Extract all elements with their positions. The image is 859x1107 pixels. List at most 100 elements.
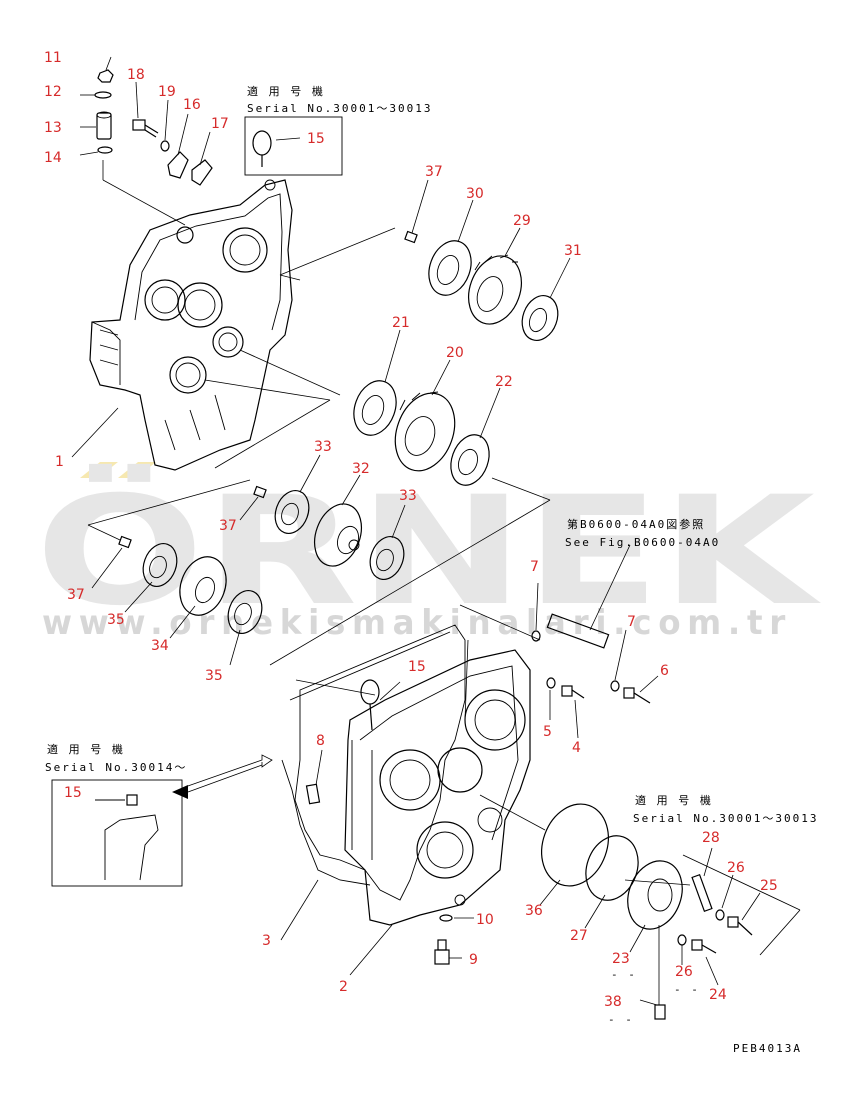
callout-35-b: 35	[205, 668, 223, 684]
callout-10: 10	[476, 912, 494, 928]
eye-bolt-15-upper	[252, 130, 272, 167]
lower-case-housing	[344, 649, 531, 926]
washer-19	[160, 140, 170, 152]
callout-37-c: 37	[67, 587, 85, 603]
diagram-code: PEB4013A	[733, 1042, 802, 1055]
pin-8	[305, 783, 321, 805]
watermark-brand: ÖRNEK	[35, 463, 821, 639]
drain-plug-9	[434, 939, 450, 965]
dash-mark-38: - -	[608, 1013, 634, 1026]
bolt-18	[132, 119, 159, 138]
callout-15-b: 15	[408, 659, 426, 675]
leader-lines	[71, 56, 761, 1006]
plate-17	[191, 159, 213, 186]
oring-27	[585, 835, 639, 901]
callout-5: 5	[543, 724, 552, 740]
bolt-6	[623, 687, 651, 704]
bolt-4	[561, 685, 585, 699]
sleeve-13	[96, 111, 112, 140]
callout-35-a: 35	[107, 612, 125, 628]
watermark-accent-right	[118, 462, 156, 478]
callout-22: 22	[495, 374, 513, 390]
nut-11	[97, 69, 114, 83]
see-fig-en: See Fig.B0600-04A0	[565, 536, 720, 549]
washer-26-a	[677, 934, 687, 946]
callout-26-b: 26	[675, 964, 693, 980]
dash-mark-26: - -	[674, 983, 700, 996]
callout-12: 12	[44, 84, 62, 100]
callout-18: 18	[127, 67, 145, 83]
watermark-url: www.ornekismakinalari.com.tr	[42, 603, 792, 643]
callout-25: 25	[760, 878, 778, 894]
gasket-outline	[281, 624, 466, 901]
callout-37-a: 37	[425, 164, 443, 180]
washer-7-a	[531, 630, 541, 642]
callout-13: 13	[44, 120, 62, 136]
serial-range-right: Serial No.30001～30013	[633, 812, 818, 825]
callout-6: 6	[660, 663, 669, 679]
bearing-33-right	[369, 536, 405, 580]
cover-gasket-36	[541, 803, 609, 887]
see-fig-jp: 第B0600-04A0図参照	[567, 517, 705, 531]
gear-32	[314, 503, 362, 567]
callout-36: 36	[525, 903, 543, 919]
upper-case-housing	[89, 179, 293, 471]
notes: 適 用 号 機 Serial No.30001～30013 適 用 号 機 Se…	[45, 84, 818, 1055]
bolt-25	[727, 916, 753, 936]
note-box-lower-left	[51, 779, 183, 887]
callout-11: 11	[44, 50, 62, 66]
callout-16: 16	[183, 97, 201, 113]
bracket-lower-right	[682, 854, 801, 956]
callout-37-b: 37	[219, 518, 237, 534]
callout-15-c: 15	[64, 785, 82, 801]
serial-range-left: Serial No.30014～	[45, 761, 187, 774]
callout-1: 1	[55, 454, 64, 470]
applicable-models-left-label: 適 用 号 機	[47, 742, 125, 756]
gear-20	[394, 391, 456, 472]
bearing-31	[521, 295, 559, 341]
serial-range-upper: Serial No.30001～30013	[247, 102, 432, 115]
callouts: 1 2 3 4 5 6 7 7 8 9 10 11 12 13 14 15 15…	[44, 50, 778, 1010]
inset-detail	[95, 794, 159, 881]
bracket-assembly	[546, 613, 610, 649]
direction-arrow	[172, 785, 188, 799]
applicable-models-right-label: 適 用 号 機	[635, 793, 713, 807]
dash-mark-23: - -	[611, 968, 637, 981]
callout-24: 24	[709, 987, 727, 1003]
plate-28	[691, 873, 713, 913]
washer-10	[439, 914, 453, 922]
bearing-35-upper	[142, 543, 178, 587]
bearing-33-left	[274, 490, 310, 534]
bearing-22	[450, 434, 490, 486]
washer-26-b	[715, 909, 725, 921]
callout-3: 3	[262, 933, 271, 949]
callout-20: 20	[446, 345, 464, 361]
bearing-21	[353, 380, 397, 436]
callout-7-a: 7	[530, 559, 539, 575]
watermark-accent-left	[80, 462, 118, 478]
bolt-24	[691, 939, 717, 954]
gear-29	[468, 254, 522, 325]
callout-33-a: 33	[314, 439, 332, 455]
bearing-35-lower	[227, 590, 263, 634]
callout-27: 27	[570, 928, 588, 944]
callout-7-b: 7	[627, 614, 636, 630]
callout-17: 17	[211, 116, 229, 132]
cover-23	[627, 860, 683, 930]
callout-26-a: 26	[727, 860, 745, 876]
plug-37-c	[118, 535, 132, 549]
plug-38	[654, 1004, 666, 1020]
callout-38: 38	[604, 994, 622, 1010]
washer-5	[546, 677, 556, 689]
plug-37-b	[253, 485, 267, 499]
watermark: ÖRNEK www.ornekismakinalari.com.tr	[35, 462, 821, 643]
plug-37-a	[404, 230, 418, 244]
callout-4: 4	[572, 740, 581, 756]
plate-16	[167, 151, 189, 179]
washer-12	[94, 91, 112, 99]
callout-32: 32	[352, 461, 370, 477]
note-box-upper	[244, 116, 343, 176]
callout-9: 9	[469, 952, 478, 968]
washer-7-b	[610, 680, 620, 692]
